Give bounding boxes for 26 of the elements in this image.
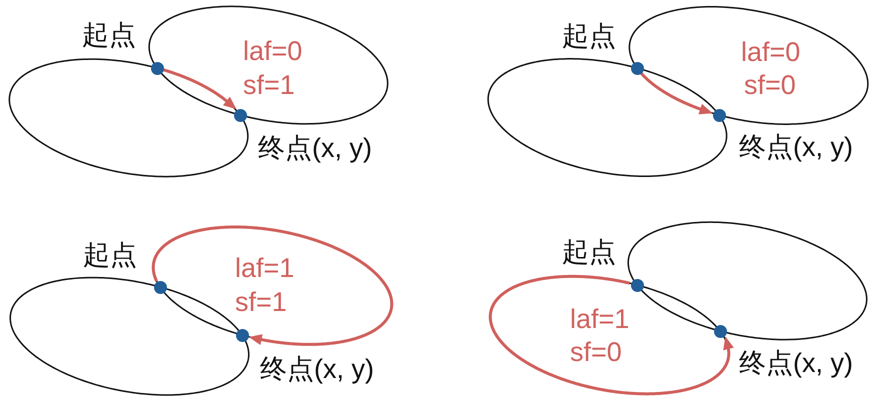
arc-arrow — [162, 68, 236, 110]
parameter-label: sf=1 — [235, 288, 287, 316]
parameter-label: laf=0 — [741, 38, 800, 66]
point-dot — [154, 280, 166, 294]
point-label: 起点 — [562, 238, 616, 266]
point-label: 终点(x, y) — [260, 356, 374, 382]
point-label: 终点(x, y) — [739, 350, 853, 376]
parameter-label: sf=0 — [744, 72, 796, 98]
point-dot — [630, 278, 644, 292]
point-dot — [714, 324, 726, 338]
point-dot — [236, 328, 248, 342]
point-dot — [234, 108, 246, 122]
point-dot — [630, 62, 644, 74]
point-label: 起点 — [82, 22, 136, 48]
point-dot — [712, 108, 726, 122]
parameter-label: laf=1 — [570, 306, 630, 332]
point-dot — [150, 62, 164, 74]
point-label: 终点(x, y) — [739, 134, 853, 160]
parameter-label: sf=1 — [243, 72, 295, 98]
point-label: 终点(x, y) — [258, 134, 372, 162]
point-label: 起点 — [562, 22, 616, 50]
point-label: 起点 — [83, 242, 137, 268]
parameter-label: laf=0 — [243, 38, 302, 64]
arc-arrow — [640, 72, 713, 114]
parameter-label: sf=0 — [570, 338, 622, 366]
parameter-label: laf=1 — [235, 254, 294, 282]
